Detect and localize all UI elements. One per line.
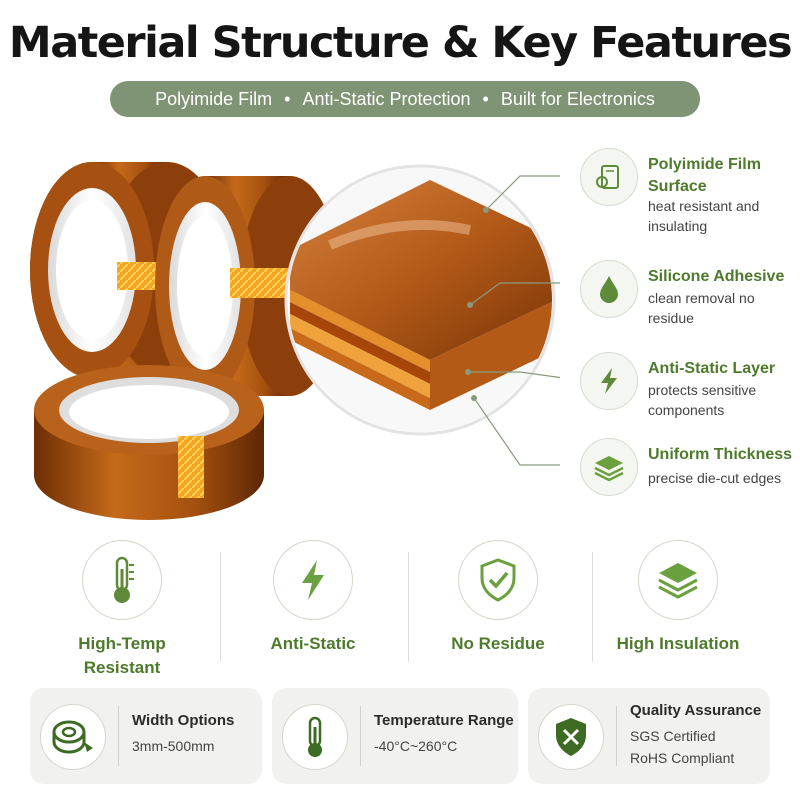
card-value: 3mm-500mm bbox=[132, 738, 215, 754]
lightning-icon bbox=[273, 540, 353, 620]
feature-desc: clean removal no residue bbox=[648, 290, 755, 326]
leader-dot bbox=[483, 207, 489, 213]
pill-item-electronics: Built for Electronics bbox=[500, 88, 655, 109]
divider bbox=[408, 552, 409, 662]
card-value: -40°C~260°C bbox=[374, 738, 458, 754]
pill-separator: • bbox=[284, 88, 291, 109]
feature-title: Silicone Adhesive bbox=[648, 268, 785, 285]
feature-desc: heat resistant and insulating bbox=[648, 198, 760, 234]
leader-dot bbox=[467, 302, 473, 308]
lightning-icon bbox=[580, 352, 638, 410]
leader-dot bbox=[471, 395, 477, 401]
pill-separator: • bbox=[482, 88, 489, 109]
tape-roll-icon bbox=[40, 704, 106, 770]
feature-desc: protects sensitive components bbox=[648, 382, 757, 418]
highlight-no-residue: No Residue bbox=[408, 540, 588, 656]
card-divider bbox=[616, 706, 617, 766]
page-title: Material Structure & Key Features bbox=[8, 18, 793, 68]
shield-check-icon bbox=[458, 540, 538, 620]
highlight-high-temp: High-Temp Resistant bbox=[32, 540, 212, 680]
layers-icon bbox=[580, 438, 638, 496]
pill-item-polyimide: Polyimide Film bbox=[155, 88, 273, 109]
card-divider bbox=[360, 706, 361, 766]
card-title: Temperature Range bbox=[374, 712, 514, 729]
layers-icon bbox=[638, 540, 718, 620]
feature-title: Anti-Static Layer bbox=[648, 360, 776, 377]
shield-tools-icon bbox=[538, 704, 604, 770]
thermometer-icon bbox=[282, 704, 348, 770]
leader-dot bbox=[465, 369, 471, 375]
card-divider bbox=[118, 706, 119, 766]
feature-title: Polyimide Film Surface bbox=[648, 156, 761, 195]
pill-item-anti-static: Anti-Static Protection bbox=[302, 88, 471, 109]
droplet-icon bbox=[580, 260, 638, 318]
card-title: Quality Assurance bbox=[630, 702, 762, 719]
highlight-label: Anti-Static bbox=[270, 634, 356, 653]
cross-section-zoom bbox=[284, 164, 556, 436]
card-quality-assurance: Quality Assurance SGS Certified RoHS Com… bbox=[528, 688, 770, 784]
tape-roll-front bbox=[34, 365, 264, 520]
feature-desc: precise die-cut edges bbox=[648, 470, 782, 486]
thermometer-icon bbox=[82, 540, 162, 620]
film-roll-icon bbox=[580, 148, 638, 206]
card-width-options: Width Options 3mm-500mm bbox=[30, 688, 262, 784]
divider bbox=[592, 552, 593, 662]
divider bbox=[220, 552, 221, 662]
highlight-label: High Insulation bbox=[616, 634, 740, 653]
card-value: SGS Certified bbox=[630, 728, 716, 744]
card-value: RoHS Compliant bbox=[630, 750, 735, 766]
subtitle-pill: Polyimide Film • Anti-Static Protection … bbox=[110, 81, 700, 117]
highlight-anti-static: Anti-Static bbox=[223, 540, 403, 656]
card-temperature-range: Temperature Range -40°C~260°C bbox=[272, 688, 518, 784]
feature-title: Uniform Thickness bbox=[648, 446, 793, 463]
leader-lines bbox=[468, 175, 560, 466]
product-illustration bbox=[30, 162, 560, 520]
highlight-label: No Residue bbox=[451, 634, 545, 653]
highlight-label: High-Temp Resistant bbox=[78, 634, 166, 677]
card-title: Width Options bbox=[132, 712, 235, 729]
highlight-high-insulation: High Insulation bbox=[588, 540, 768, 656]
